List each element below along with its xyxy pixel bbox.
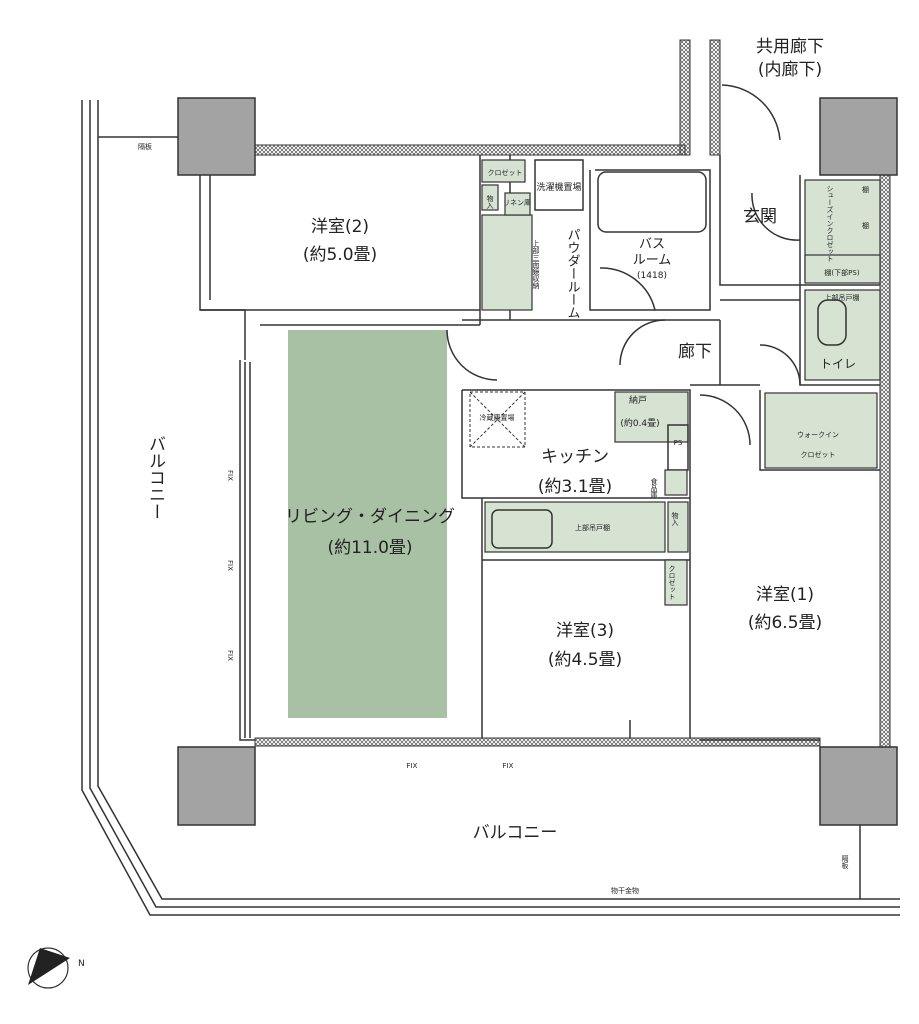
room-kitchen-size: (約3.1畳) bbox=[538, 477, 612, 497]
fridge-space-label: 冷蔵庫置場 bbox=[480, 413, 515, 422]
walkin-closet-label-2: クロゼット bbox=[801, 450, 836, 459]
fix-label: FIX bbox=[503, 762, 514, 770]
mirror-storage-label: 上部三面鏡収納 bbox=[532, 239, 540, 290]
drying-rack-label: 物干金物 bbox=[611, 886, 639, 895]
room-hallway-name: 廊下 bbox=[678, 342, 712, 362]
balcony-bottom-label: バルコニー bbox=[473, 823, 558, 843]
kitchen-upper-cabinet-label: 上部吊戸棚 bbox=[575, 523, 610, 532]
room-bath-name2: ルーム bbox=[633, 253, 672, 268]
storage-in-label: 物入 bbox=[486, 194, 494, 209]
corridor-label: 共用廊下 bbox=[756, 37, 824, 57]
ps-label: PS bbox=[674, 439, 683, 447]
corridor-sublabel: (内廊下) bbox=[758, 60, 822, 80]
labels: 共用廊下 (内廊下) 洋室(2) (約5.0畳) リビング・ダイニング (約11… bbox=[138, 37, 869, 895]
room-bath-name: バス bbox=[639, 237, 665, 252]
shelf-label: 棚 bbox=[862, 185, 869, 194]
room-living-name: リビング・ダイニング bbox=[285, 507, 455, 527]
living-dining-area bbox=[288, 330, 447, 718]
washer-label: 洗濯機置場 bbox=[536, 181, 581, 193]
fix-label: FIX bbox=[226, 650, 234, 661]
pantry-label: 食品庫 bbox=[650, 477, 658, 500]
walkin-closet-label: ウォークイン bbox=[797, 431, 839, 439]
room-western2-name: 洋室(2) bbox=[311, 217, 369, 237]
partition-label: 隔板 bbox=[138, 142, 152, 151]
shelf-ps-label: 棚(下部PS) bbox=[824, 268, 859, 277]
room-bath-size: (1418) bbox=[637, 271, 667, 281]
room-western1-name: 洋室(1) bbox=[756, 585, 814, 605]
doors bbox=[446, 84, 801, 446]
room-toilet-name: トイレ bbox=[820, 357, 856, 371]
column bbox=[177, 746, 256, 826]
shelf-label: 棚 bbox=[862, 221, 869, 230]
column bbox=[819, 97, 898, 176]
balcony-left-label: バルコニー bbox=[145, 435, 165, 520]
fixtures bbox=[469, 159, 881, 606]
storage-name: 納戸 bbox=[629, 394, 647, 406]
column bbox=[177, 97, 256, 176]
north-arrow-icon: N bbox=[27, 947, 85, 989]
room-entrance-name: 玄関 bbox=[743, 207, 777, 227]
walls bbox=[199, 39, 891, 748]
room-western3-name: 洋室(3) bbox=[556, 621, 614, 641]
north-label: N bbox=[78, 959, 85, 969]
storage-size: (約0.4畳) bbox=[620, 417, 659, 429]
room-western3-size: (約4.5畳) bbox=[548, 650, 622, 670]
closet-label-2: クロゼット bbox=[668, 565, 676, 600]
storage-in-label-2: 物入 bbox=[671, 511, 679, 526]
column bbox=[819, 746, 898, 826]
partition-label: 隔板 bbox=[841, 854, 849, 870]
fix-label: FIX bbox=[226, 560, 234, 571]
room-powder-name: パウダールーム bbox=[565, 228, 581, 319]
upper-cabinet-label: 上部吊戸棚 bbox=[825, 293, 860, 302]
room-western1-size: (約6.5畳) bbox=[748, 613, 822, 633]
shoe-closet-label: シューズインクロゼット bbox=[826, 185, 834, 262]
fix-label: FIX bbox=[407, 762, 418, 770]
closet-label: クロゼット bbox=[488, 168, 523, 177]
balcony-outline bbox=[81, 100, 900, 916]
room-living-size: (約11.0畳) bbox=[327, 538, 412, 558]
fix-label: FIX bbox=[226, 470, 234, 481]
room-kitchen-name: キッチン bbox=[541, 447, 609, 467]
room-western2-size: (約5.0畳) bbox=[303, 245, 377, 265]
linen-label: リネン庫 bbox=[503, 198, 531, 207]
